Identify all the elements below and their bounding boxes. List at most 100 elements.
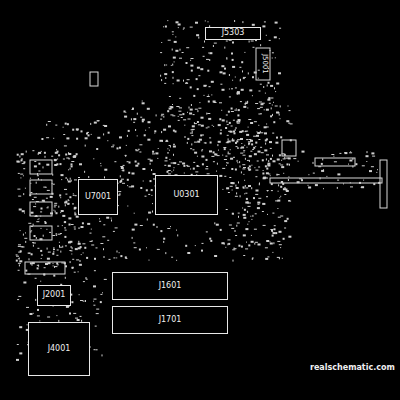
pad (193, 95, 195, 97)
pad (100, 301, 102, 303)
pad (64, 221, 66, 223)
pad (255, 142, 257, 144)
pad (308, 185, 309, 186)
pad (361, 186, 364, 188)
pad (279, 38, 280, 39)
pad (99, 218, 100, 219)
pad (263, 225, 266, 226)
pad (37, 267, 39, 269)
pad (94, 270, 96, 271)
pad (279, 244, 282, 245)
pad (241, 61, 243, 63)
pad (187, 166, 190, 167)
pad (350, 151, 351, 152)
pad (226, 162, 227, 163)
pad (240, 153, 243, 154)
pad (195, 109, 198, 110)
pad (257, 131, 258, 132)
pad (215, 153, 216, 155)
pad (251, 187, 252, 189)
pad (73, 193, 74, 194)
pad (372, 156, 375, 157)
pad (79, 163, 82, 165)
pad (28, 253, 30, 254)
pad (127, 206, 128, 207)
pad (241, 89, 244, 91)
pad (25, 188, 26, 189)
pad (239, 93, 240, 94)
pad (244, 145, 245, 146)
pad (234, 110, 237, 111)
pad (344, 152, 347, 154)
pad (252, 24, 255, 26)
pad (79, 261, 81, 262)
pad (139, 152, 141, 153)
pad (256, 135, 259, 137)
pad (65, 230, 67, 231)
pad (71, 163, 73, 165)
pad (179, 161, 182, 162)
pad (102, 292, 103, 293)
part-designator: J5001 (260, 53, 268, 75)
pad (286, 120, 289, 122)
pad (125, 155, 127, 156)
pad (39, 218, 40, 219)
pad (62, 215, 65, 217)
pad (81, 254, 82, 255)
pad (208, 118, 211, 120)
pad (57, 151, 59, 153)
pad (214, 154, 217, 156)
pad (206, 166, 208, 167)
pad (247, 224, 248, 225)
pad (221, 242, 224, 244)
pad (227, 162, 228, 164)
pad (197, 141, 200, 143)
pad (133, 122, 135, 123)
pad (225, 247, 226, 248)
pad (219, 175, 222, 177)
pad (16, 359, 19, 361)
pad (145, 196, 147, 197)
part-designator: U0301 (171, 191, 201, 200)
pad (248, 206, 251, 207)
pad (65, 245, 67, 246)
pad (241, 147, 244, 149)
pad (204, 142, 206, 143)
pad (164, 83, 166, 84)
pad (243, 174, 244, 175)
pad (203, 85, 206, 87)
pad (57, 250, 59, 251)
pad (78, 177, 80, 178)
pad (67, 123, 69, 125)
pad (226, 115, 228, 116)
pad (64, 189, 67, 190)
pad (127, 135, 128, 137)
pad (173, 77, 174, 79)
pad (52, 174, 53, 176)
pad (17, 189, 20, 190)
pad (186, 47, 189, 48)
part-designator: J5303 (220, 29, 247, 38)
pad (94, 258, 96, 260)
pad (53, 247, 54, 249)
pad (173, 144, 175, 145)
pad (242, 208, 243, 209)
pad (16, 256, 19, 257)
pad (258, 125, 259, 126)
pad (161, 131, 162, 133)
pad (42, 200, 45, 202)
pad (148, 121, 151, 123)
pad (55, 211, 56, 213)
pad (243, 234, 246, 236)
pad (253, 136, 256, 137)
pad (252, 215, 253, 217)
pad (54, 203, 57, 204)
pad (43, 187, 46, 188)
pad (337, 173, 340, 175)
pad (142, 101, 143, 102)
pad (282, 183, 284, 185)
pad (278, 217, 281, 218)
pad (159, 140, 162, 142)
pad (87, 223, 90, 225)
pad (144, 134, 146, 136)
